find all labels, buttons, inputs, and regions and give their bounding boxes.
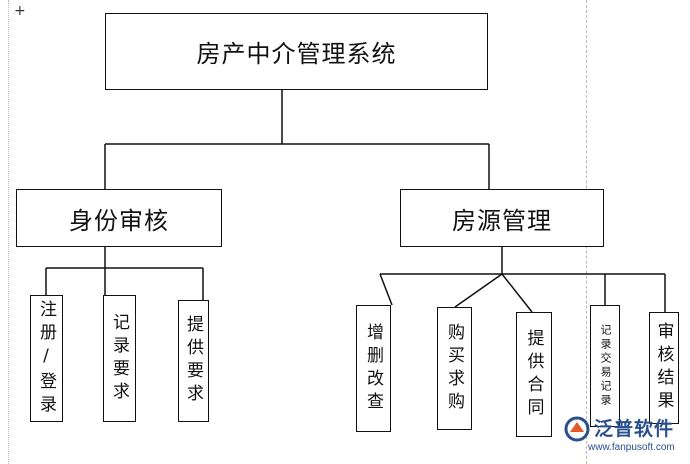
root-node: 房产中介管理系统 xyxy=(105,13,488,90)
leaf-node-provide-contract: 提供合同 xyxy=(516,312,552,437)
leaf-node-register-login: 注册/登录 xyxy=(30,295,63,422)
module-node-identity-review: 身份审核 xyxy=(16,189,222,247)
watermark-url: www.fanpusoft.com xyxy=(588,442,675,453)
brand-logo-icon xyxy=(564,416,590,442)
module-node-property-management: 房源管理 xyxy=(400,189,604,247)
leaf-node-buy-request: 购买求购 xyxy=(437,307,472,430)
watermark-brand: 泛普软件 xyxy=(594,418,675,440)
crosshair-icon: + xyxy=(14,3,26,19)
leaf-node-provide-requirements: 提供要求 xyxy=(178,300,209,422)
leaf-node-transaction-records: 记录交易记录 xyxy=(590,305,620,427)
leaf-node-crud: 增删改查 xyxy=(356,305,391,432)
leaf-node-review-results: 审核结果 xyxy=(649,312,679,424)
watermark: 泛普软件 www.fanpusoft.com xyxy=(560,412,688,460)
guide-line-left xyxy=(8,0,9,464)
leaf-node-record-requirements: 记录要求 xyxy=(103,295,136,422)
